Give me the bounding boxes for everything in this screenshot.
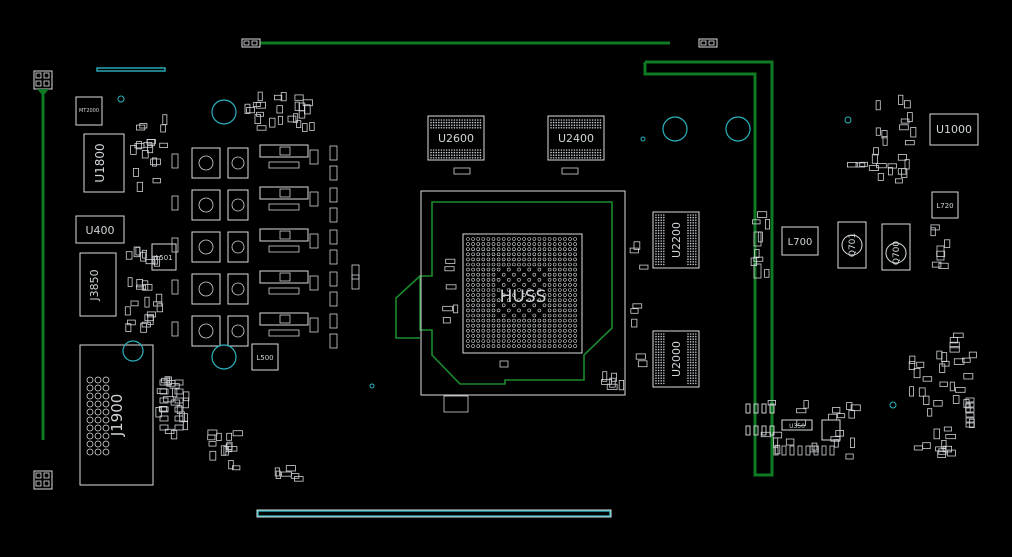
memory-chip-u2400: U2400 [547, 115, 605, 175]
inductor-l720: L720 [931, 191, 959, 219]
gpu-package: HUSS [420, 119, 697, 413]
svg-text:U2000: U2000 [670, 341, 683, 377]
connector-j3850: J3850 [79, 252, 117, 317]
vrm-mosfets [171, 144, 338, 349]
svg-text:J3850: J3850 [88, 269, 101, 301]
inductor-l501: L501 [151, 243, 177, 271]
chip-u1800: U1800 [83, 133, 125, 193]
svg-text:U1000: U1000 [936, 123, 972, 136]
svg-text:U2400: U2400 [558, 132, 594, 145]
chip-u400: U400 [75, 215, 125, 244]
edge-connectors [96, 38, 718, 518]
svg-text:J1900: J1900 [108, 394, 126, 438]
mounting-holes [117, 95, 897, 409]
transistor-q701: Q701 [837, 221, 867, 269]
svg-text:L700: L700 [788, 237, 813, 248]
memory-chip-u2000: U2000 [652, 330, 700, 388]
svg-text:U2600: U2600 [438, 132, 474, 145]
memory-chip-u2600: U2600 [427, 115, 485, 175]
svg-text:L501: L501 [155, 254, 172, 262]
transistor-q700: Q700 [881, 223, 911, 271]
chip-u1000: U1000 [929, 113, 979, 146]
inductor-l500: L500 [251, 343, 279, 371]
mounting-blocks [33, 70, 53, 490]
passive-components [124, 91, 977, 482]
svg-text:U1800: U1800 [93, 143, 107, 182]
svg-text:HUSS: HUSS [500, 287, 547, 307]
inductor-l700: L700 [781, 226, 819, 256]
connector-j1900: J1900 [79, 344, 154, 486]
svg-text:L500: L500 [256, 354, 273, 362]
svg-text:U350: U350 [789, 423, 805, 430]
svg-text:MT2000: MT2000 [79, 108, 99, 114]
memory-chip-u2200: U2200 [652, 211, 700, 269]
svg-text:U400: U400 [85, 224, 114, 237]
svg-text:U2200: U2200 [670, 222, 683, 258]
chip-mt2000: MT2000 [75, 96, 103, 126]
svg-text:Q701: Q701 [848, 233, 858, 257]
copper-traces [41, 41, 774, 477]
svg-text:L720: L720 [936, 202, 953, 210]
svg-text:Q700: Q700 [892, 241, 902, 266]
